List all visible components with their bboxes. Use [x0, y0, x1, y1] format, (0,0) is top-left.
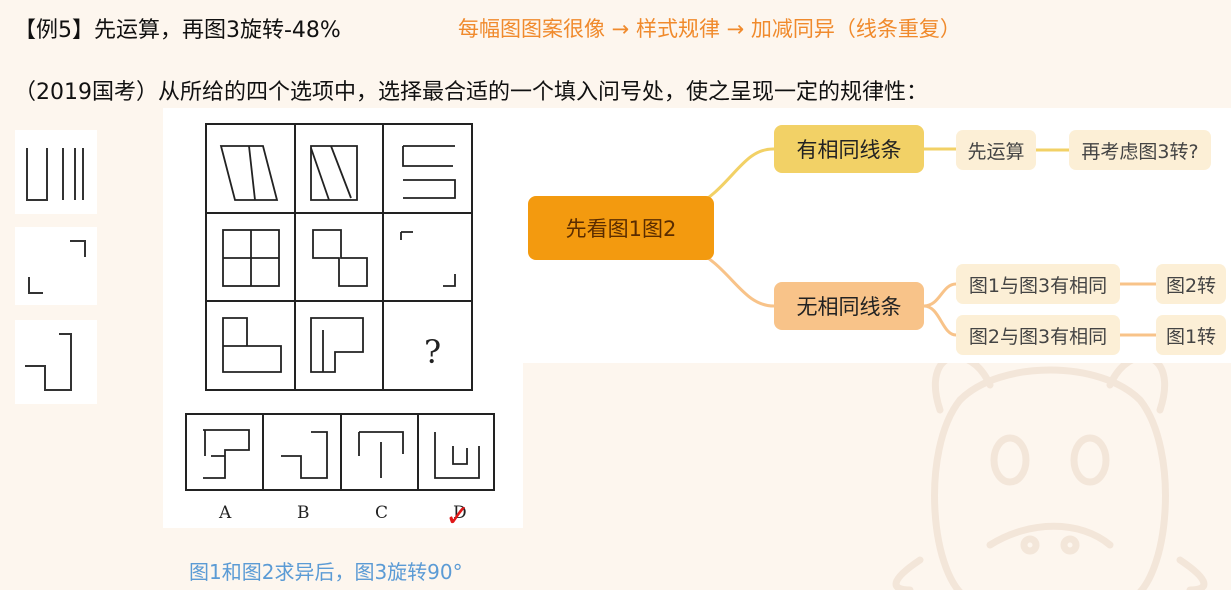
mindmap-root-node: 先看图1图2: [528, 196, 714, 260]
question-text: （2019国考）从所给的四个选项中，选择最合适的一个填入问号处，使之呈现一定的规…: [14, 80, 928, 105]
mindmap-branch-no-same-lines: 无相同线条: [774, 282, 924, 330]
mindmap-leaf-calculate-first: 先运算: [956, 130, 1036, 170]
mindmap-leaf-rotate-fig2: 图2转: [1156, 264, 1226, 304]
mindmap-leaf-fig2-fig3-same: 图2与图3有相同: [956, 315, 1120, 355]
option-d-label: D: [453, 503, 467, 523]
mindmap-leaf-fig1-fig3-same: 图1与图3有相同: [956, 264, 1120, 304]
mascot-watermark-icon: [892, 353, 1208, 590]
page-title: 【例5】先运算，再图3旋转-48%: [14, 18, 341, 43]
mindmap-branch-has-same-lines: 有相同线条: [774, 125, 924, 173]
question-mark: ?: [424, 333, 441, 371]
thumb-hook-icon: [15, 320, 97, 404]
answer-caption: 图1和图2求异后，图3旋转90°: [189, 560, 463, 584]
thumb-corners-icon: [15, 227, 97, 305]
puzzle-figure: ? A B C D ✓: [163, 108, 523, 534]
option-b-label: B: [297, 503, 310, 523]
mindmap-leaf-consider-rotate-3: 再考虑图3转?: [1069, 130, 1211, 170]
puzzle-grid: ? A B C D ✓: [185, 123, 495, 534]
thumb-vertical-lines-icon: [15, 130, 97, 214]
check-mark-icon: ✓: [445, 499, 470, 528]
mindmap-leaf-rotate-fig1: 图1转: [1156, 315, 1226, 355]
option-a-label: A: [218, 503, 232, 523]
hint-text: 每幅图图案很像 → 样式规律 → 加减同异（线条重复）: [458, 17, 961, 41]
option-c-label: C: [375, 503, 388, 523]
mind-map: 先看图1图2 有相同线条 无相同线条 先运算 再考虑图3转? 图1与图3有相同 …: [522, 108, 1231, 363]
